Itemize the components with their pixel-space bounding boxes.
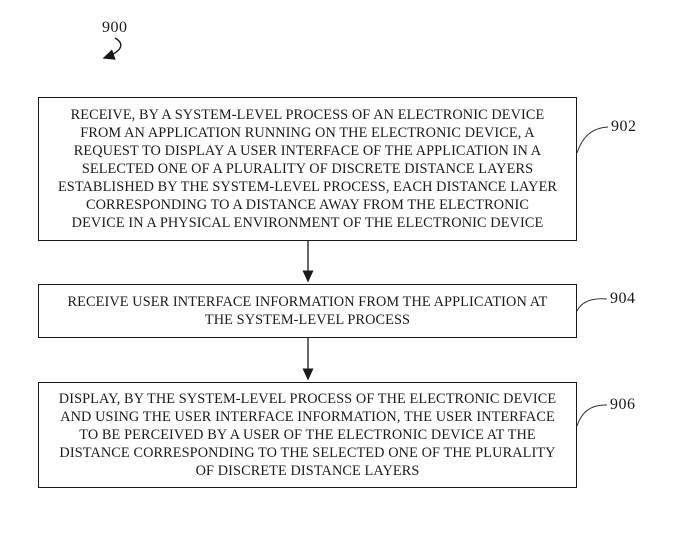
step-text-line: TO BE PERCEIVED BY A USER OF THE ELECTRO…	[79, 427, 536, 443]
step-text-line: SELECTED ONE OF A PLURALITY OF DISCRETE …	[81, 161, 534, 177]
figure-number-label: 900	[102, 19, 128, 36]
step-text-line: CORRESPONDING TO A DISTANCE AWAY FROM TH…	[85, 197, 530, 213]
step-text-line: THE SYSTEM-LEVEL PROCESS	[204, 312, 411, 328]
step-text-line: DISPLAY, BY THE SYSTEM-LEVEL PROCESS OF …	[58, 391, 557, 407]
flowchart-step-receive-ui-info: RECEIVE USER INTERFACE INFORMATION FROM …	[38, 284, 577, 338]
reference-numeral-906: 906	[610, 396, 636, 413]
flowchart-step-receive-request: RECEIVE, BY A SYSTEM-LEVEL PROCESS OF AN…	[38, 97, 577, 241]
step-text-line: AND USING THE USER INTERFACE INFORMATION…	[60, 409, 555, 425]
figure-label-arrow	[102, 37, 122, 60]
step-text-line: DEVICE IN A PHYSICAL ENVIRONMENT OF THE …	[71, 215, 544, 231]
step-text-line: RECEIVE, BY A SYSTEM-LEVEL PROCESS OF AN…	[70, 107, 545, 123]
step-text-line: FROM AN APPLICATION RUNNING ON THE ELECT…	[80, 125, 535, 141]
reference-numeral-904: 904	[610, 290, 636, 307]
step-text-line: REQUEST TO DISPLAY A USER INTERFACE OF T…	[73, 143, 542, 159]
leader-line-902	[576, 126, 609, 154]
step-text-line: DISTANCE CORRESPONDING TO THE SELECTED O…	[59, 445, 556, 461]
flowchart-step-display-ui: DISPLAY, BY THE SYSTEM-LEVEL PROCESS OF …	[38, 382, 577, 488]
step-text-line: OF DISCRETE DISTANCE LAYERS	[195, 463, 420, 479]
reference-numeral-902: 902	[611, 118, 637, 135]
leader-line-906	[576, 404, 608, 427]
step-text-line: ESTABLISHED BY THE SYSTEM-LEVEL PROCESS,…	[57, 179, 558, 195]
step-text-line: RECEIVE USER INTERFACE INFORMATION FROM …	[67, 294, 548, 310]
leader-line-904	[576, 298, 608, 312]
